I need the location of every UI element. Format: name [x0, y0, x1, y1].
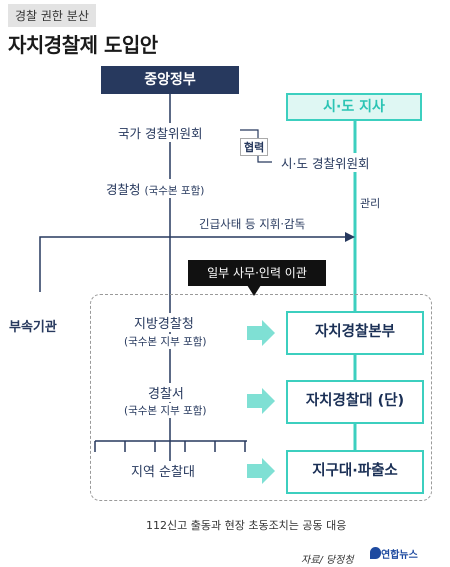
yonhap-logo-icon [370, 547, 381, 559]
shared-response-area [90, 294, 432, 501]
collab-label: 협력 [240, 138, 269, 156]
shared-response-note: 112신고 출동과 현장 초동조치는 공동 대응 [146, 519, 347, 532]
police-agency-label: 경찰청 [106, 182, 141, 197]
autonomous-police-unit: 자치경찰대 (단) [286, 380, 424, 424]
emergency-arrow-line [39, 236, 347, 292]
police-station: 경찰서 [145, 383, 187, 402]
transfer-arrow-unit [247, 388, 275, 414]
central-government-box: 중앙정부 [101, 66, 239, 94]
province-police-committee: 시·도 경찰위원회 [279, 153, 372, 172]
callout-pointer [247, 285, 261, 296]
autonomous-police-hq: 자치경찰본부 [286, 311, 424, 355]
yonhap-logo-text: 연합뉴스 [381, 550, 418, 561]
national-police-committee: 국가 경찰위원회 [116, 123, 205, 142]
affiliate-agencies: 부속기관 [9, 320, 57, 335]
transfer-callout: 일부 사무·인력 이관 [188, 260, 326, 286]
district-police-post: 지구대·파출소 [286, 450, 424, 494]
regional-patrol: 지역 순찰대 [128, 461, 198, 480]
province-governor-box: 시·도 지사 [286, 93, 422, 121]
emergency-label: 긴급사태 등 지휘·감독 [199, 217, 306, 231]
police-station-note: (국수본 지부 포함) [122, 403, 209, 418]
regional-police-agency-note: (국수본 지부 포함) [122, 334, 209, 349]
transfer-arrow-post [247, 458, 275, 484]
transfer-arrow-hq [247, 320, 275, 346]
emergency-arrowhead [345, 232, 355, 242]
police-agency: 경찰청 (국수본 포함) [104, 179, 207, 198]
page-title: 자치경찰제 도입안 [8, 33, 158, 57]
regional-police-agency: 지방경찰청 [131, 313, 197, 332]
manage-label: 관리 [360, 197, 381, 210]
police-agency-note: (국수본 포함) [144, 185, 205, 197]
topic-tag: 경찰 권한 분산 [8, 4, 96, 27]
source-credit: 자료/ 당정청 [301, 555, 354, 566]
